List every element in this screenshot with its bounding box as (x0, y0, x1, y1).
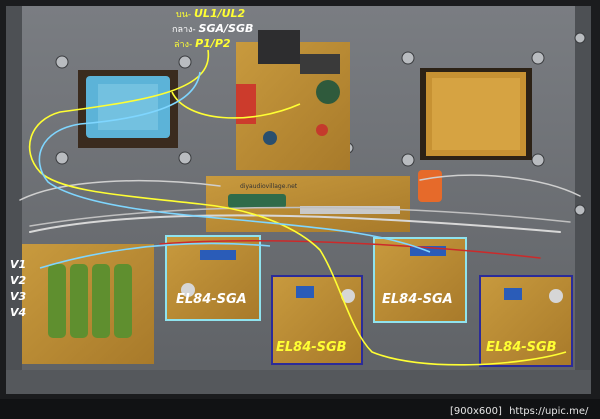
driver-board-4 (480, 276, 572, 366)
driver-board-1 (166, 236, 260, 320)
svg-text:ล่าง- P1/P2: ล่าง- P1/P2 (174, 37, 231, 50)
box-sgb-1 (271, 275, 363, 365)
chassis-right-rail (575, 6, 591, 394)
chassis-bottom-rail (6, 370, 591, 394)
chassis-left-rail (6, 6, 22, 394)
input-label-v3: V3 (10, 290, 27, 303)
input-labels: V1 V2 V3 V4 (10, 258, 27, 319)
input-label-v2: V2 (10, 274, 27, 287)
input-label-v4: V4 (10, 306, 26, 319)
legend-item-ul: UL1/UL2 (194, 7, 246, 20)
box-sgb-2 (479, 275, 573, 367)
box-sga-1 (165, 235, 261, 321)
svg-text:กลาง- SGA/SGB: กลาง- SGA/SGB (172, 22, 253, 35)
right-transformer (420, 68, 532, 160)
footer-source: https://upic.me/ (509, 406, 589, 417)
board-label-sga-2: EL84-SGA (382, 292, 453, 307)
blue-wire-annotation (38, 71, 431, 253)
blue-wire-annotation-2 (39, 242, 271, 269)
svg-text:บน- UL1/UL2: บน- UL1/UL2 (176, 7, 246, 20)
power-supply-board (236, 30, 350, 170)
yellow-wire-annotation (28, 49, 567, 366)
input-filter-board (22, 244, 154, 364)
board-label-sgb-1: EL84-SGB (276, 340, 347, 355)
driver-board-3 (374, 238, 466, 322)
driver-board-2 (272, 276, 362, 364)
footer-dimensions: [900x600] (450, 406, 502, 417)
mounting-screws (55, 32, 586, 216)
wiring (19, 174, 581, 259)
left-transformer (78, 70, 178, 148)
box-sga-2 (373, 237, 467, 323)
wire-legend: บน- UL1/UL2 กลาง- SGA/SGB ล่าง- P1/P2 (172, 7, 253, 50)
footer-credit: [900x600] https://upic.me/ (450, 406, 589, 417)
input-label-v1: V1 (10, 258, 26, 271)
legend-item-sg: SGA/SGB (199, 22, 254, 35)
board-label-sgb-2: EL84-SGB (486, 340, 557, 355)
footer-bar (0, 399, 600, 419)
orange-capacitor (418, 170, 442, 202)
board-label-sga-1: EL84-SGA (176, 292, 247, 307)
resistor-board: diyaudiovillage.net (206, 176, 410, 232)
legend-prefix-2: กลาง- (172, 25, 196, 35)
legend-prefix-1: บน- (176, 10, 191, 20)
pcb-maker-text: diyaudiovillage.net (240, 183, 298, 190)
legend-prefix-3: ล่าง- (174, 40, 192, 50)
legend-item-p: P1/P2 (195, 37, 231, 50)
